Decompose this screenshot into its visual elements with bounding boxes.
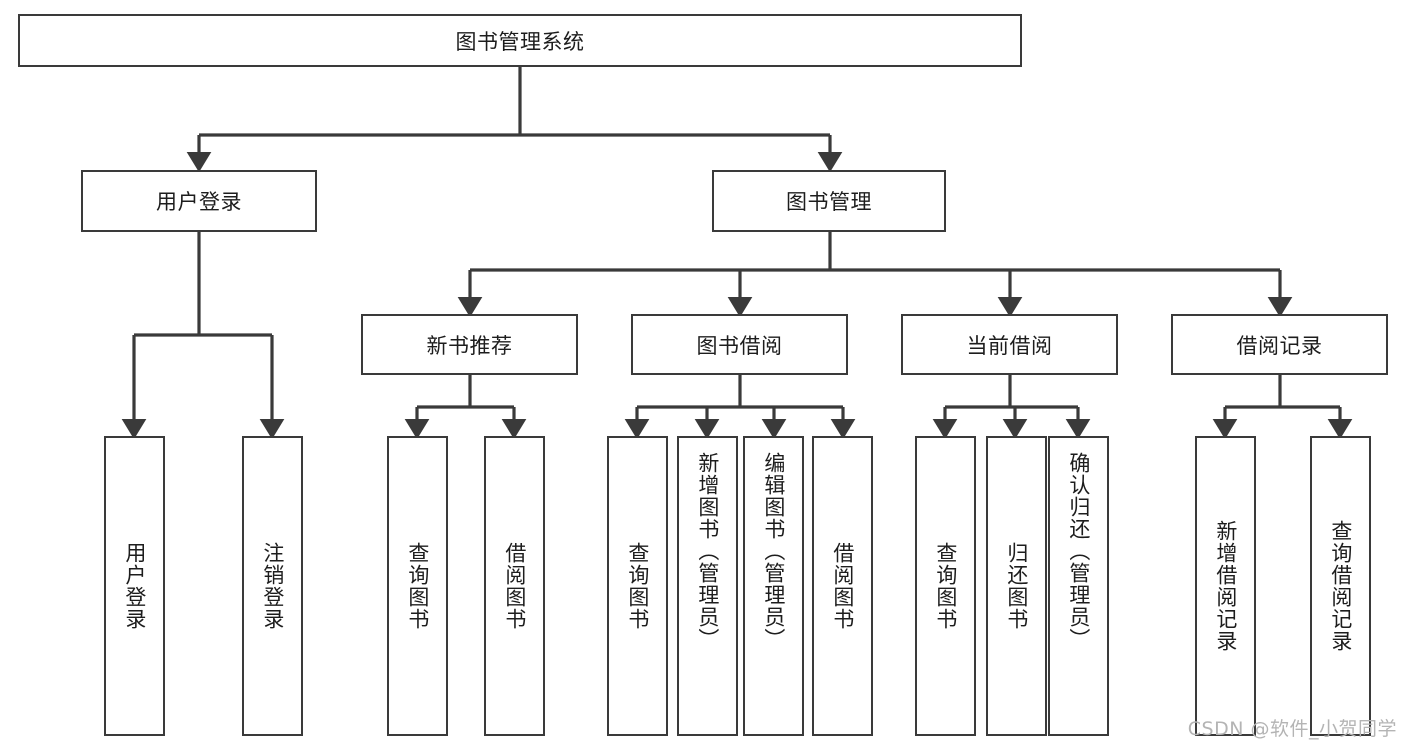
leaf-edit-book-admin[interactable]: 编辑图书（管理员） xyxy=(743,436,804,736)
node-root[interactable]: 图书管理系统 xyxy=(18,14,1022,67)
node-book-management-label: 图书管理 xyxy=(786,190,872,214)
node-book-borrow[interactable]: 图书借阅 xyxy=(631,314,848,375)
leaf-return-book-label: 归还图书 xyxy=(1004,542,1029,630)
leaf-add-book-admin[interactable]: 新增图书（管理员） xyxy=(677,436,738,736)
node-current-borrow-label: 当前借阅 xyxy=(966,333,1053,358)
leaf-query-book-current-label: 查询图书 xyxy=(933,542,958,630)
node-current-borrow[interactable]: 当前借阅 xyxy=(901,314,1118,375)
leaf-query-borrow-record[interactable]: 查询借阅记录 xyxy=(1310,436,1371,736)
leaf-confirm-return-admin[interactable]: 确认归还（管理员） xyxy=(1048,436,1109,736)
node-borrow-records[interactable]: 借阅记录 xyxy=(1171,314,1388,375)
node-new-book-recommend-label: 新书推荐 xyxy=(426,333,513,358)
leaf-confirm-return-admin-label: 确认归还（管理员） xyxy=(1066,452,1091,650)
leaf-borrow-book-label: 借阅图书 xyxy=(830,542,855,630)
leaf-query-book-recommend-label: 查询图书 xyxy=(405,542,430,630)
leaf-add-borrow-record[interactable]: 新增借阅记录 xyxy=(1195,436,1256,736)
leaf-borrow-book[interactable]: 借阅图书 xyxy=(812,436,873,736)
node-book-management[interactable]: 图书管理 xyxy=(712,170,946,232)
leaf-edit-book-admin-label: 编辑图书（管理员） xyxy=(761,452,786,650)
leaf-query-book-current[interactable]: 查询图书 xyxy=(915,436,976,736)
node-root-label: 图书管理系统 xyxy=(455,29,585,54)
leaf-user-login-label: 用户登录 xyxy=(122,542,147,630)
node-user-login-label: 用户登录 xyxy=(156,190,242,214)
leaf-logout[interactable]: 注销登录 xyxy=(242,436,303,736)
node-new-book-recommend[interactable]: 新书推荐 xyxy=(361,314,578,375)
leaf-borrow-book-recommend-label: 借阅图书 xyxy=(502,542,527,630)
node-book-borrow-label: 图书借阅 xyxy=(696,333,783,358)
leaf-logout-label: 注销登录 xyxy=(260,542,285,630)
leaf-add-book-admin-label: 新增图书（管理员） xyxy=(695,452,720,650)
leaf-query-book-recommend[interactable]: 查询图书 xyxy=(387,436,448,736)
leaf-query-book-borrow-label: 查询图书 xyxy=(625,542,650,630)
watermark: CSDN @软件_小贺同学 xyxy=(1187,718,1397,740)
node-borrow-records-label: 借阅记录 xyxy=(1236,333,1323,358)
leaf-add-borrow-record-label: 新增借阅记录 xyxy=(1213,520,1238,652)
leaf-return-book[interactable]: 归还图书 xyxy=(986,436,1047,736)
leaf-query-borrow-record-label: 查询借阅记录 xyxy=(1328,520,1353,652)
leaf-query-book-borrow[interactable]: 查询图书 xyxy=(607,436,668,736)
node-user-login[interactable]: 用户登录 xyxy=(81,170,317,232)
leaf-borrow-book-recommend[interactable]: 借阅图书 xyxy=(484,436,545,736)
leaf-user-login[interactable]: 用户登录 xyxy=(104,436,165,736)
